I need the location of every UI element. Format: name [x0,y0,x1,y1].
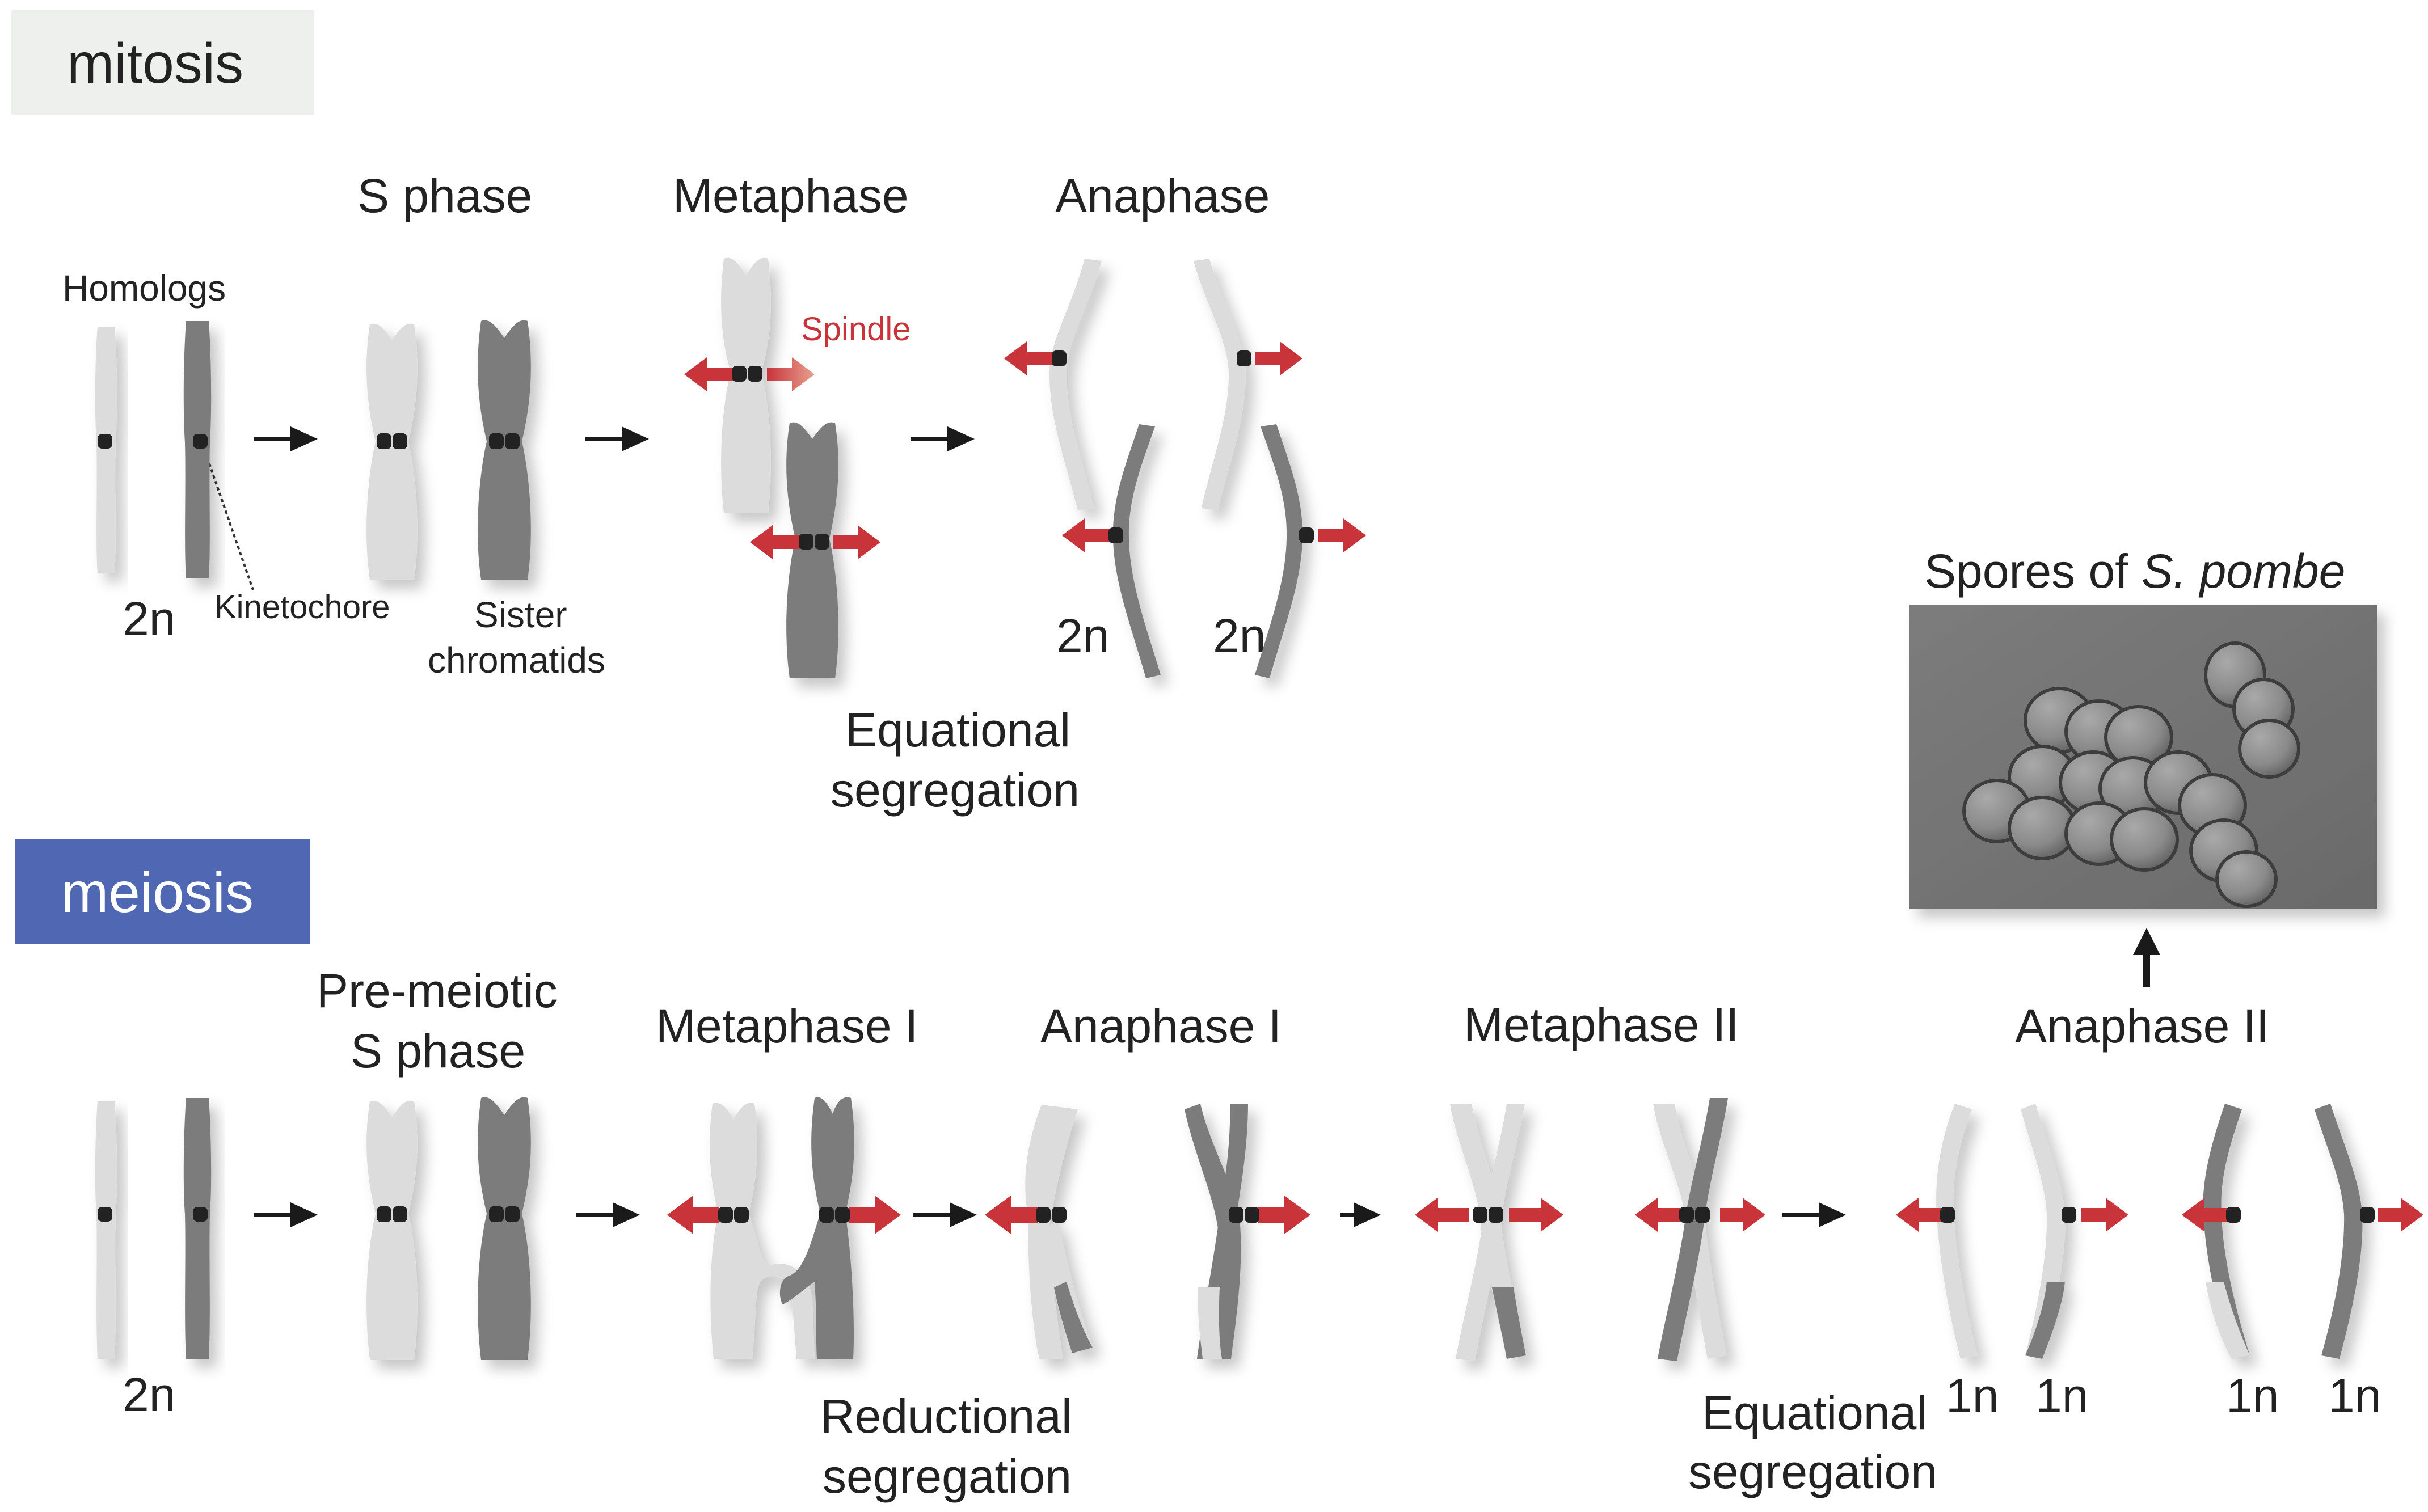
stage-label-premeiotic-1: Pre-meiotic [317,964,558,1017]
meiosis-tag-background [15,839,310,944]
meiosis-metaphase2-left [1450,1104,1526,1361]
spores-title: Spores of S. pombe [1924,544,2345,598]
meiosis-metaphase1-bivalent [710,1097,854,1359]
stage-label-premeiotic-2: S phase [351,1024,525,1078]
ploidy-mitosis-start: 2n [123,592,175,645]
mitosis-metaphase-spindle-upper [684,357,815,391]
ploidy-mitosis-end-a: 2n [1056,609,1109,662]
meiosis-anaphase2-chromatid-3 [2203,1104,2250,1359]
meiosis-sphase-dark [478,1097,531,1360]
meiosis-anaphase2-chromatid-2 [2021,1104,2066,1359]
mitosis-anaphase-spindles [1004,341,1366,552]
equational-segregation-mitosis-2: segregation [831,763,1080,817]
stage-label-metaphase: Metaphase [673,169,909,222]
spore-cluster [1962,641,2300,908]
equational-segregation-meiosis-2: segregation [1688,1445,1937,1498]
meiosis-homolog-light [95,1101,117,1359]
ploidy-mitosis-end-b: 2n [1213,609,1266,662]
meiosis-homolog-dark [183,1098,212,1359]
ploidy-meiosis-2: 1n [2035,1369,2088,1422]
stage-label-metaphase-2: Metaphase II [1464,998,1739,1051]
stage-label-metaphase-1: Metaphase I [656,999,918,1053]
mitosis-metaphase-dark [786,422,838,678]
kinetochore-pointer-line [202,445,254,590]
mitosis-anaphase-dark-right [1255,424,1303,678]
flow-arrow-m1 [254,426,318,451]
mitosis-sphase-dark [478,320,531,580]
meiosis-metaphase2-right [1653,1098,1728,1361]
meiosis-anaphase2-chromatid-4 [2315,1104,2363,1359]
flow-arrow-me2 [576,1202,640,1227]
meiosis-metaphase2-spindles [1415,1198,1765,1232]
flow-arrow-m3 [911,426,975,451]
mitosis-tag-background [11,10,314,115]
ploidy-meiosis-start: 2n [123,1368,175,1421]
flow-arrow-me3 [913,1202,977,1227]
spindle-label: Spindle [801,311,910,348]
meiosis-tag: meiosis [15,839,310,944]
homologs-label: Homologs [62,268,226,309]
mitosis-sphase-light [366,323,418,580]
ploidy-meiosis-3: 1n [2226,1369,2279,1422]
stage-label-anaphase: Anaphase [1055,169,1270,222]
spores-up-arrow [2133,928,2160,987]
mitosis-anaphase-dark-left [1112,424,1161,678]
flow-arrow-me1 [254,1202,318,1227]
sister-chromatids-label-2: chromatids [428,640,605,681]
flow-arrow-me5 [1782,1202,1846,1227]
sister-chromatids-label-1: Sister [474,594,567,635]
equational-segregation-mitosis-1: Equational [845,703,1070,757]
spores-title-species: S. pombe [2142,544,2346,598]
meiosis-metaphase1-spindles [667,1196,901,1234]
stage-label-s-phase: S phase [357,169,532,222]
meiosis-anaphase1-spindles [985,1196,1310,1234]
mitosis-metaphase-light [721,257,771,513]
spores-title-prefix: Spores of [1924,544,2142,598]
meiosis-anaphase1-left [1025,1105,1093,1359]
mitosis-tag: mitosis [11,10,314,115]
kinetochore-label: Kinetochore [214,589,390,626]
equational-segregation-meiosis-1: Equational [1702,1386,1927,1439]
reductional-segregation-1: Reductional [820,1389,1072,1443]
mitosis-homolog-light [95,327,117,573]
meiosis-flow-arrows [254,1202,1846,1227]
meiosis-anaphase2-chromatid-1 [1936,1104,1978,1359]
mitosis-homolog-dark [183,321,212,578]
reductional-segregation-2: segregation [823,1450,1072,1503]
stage-label-anaphase-1: Anaphase I [1040,999,1282,1053]
meiosis-anaphase1-right [1185,1104,1248,1359]
mitosis-tag-label: mitosis [67,32,243,95]
meiosis-tag-label: meiosis [61,861,254,924]
mitosis-anaphase-light-right [1194,259,1246,510]
ploidy-meiosis-4: 1n [2328,1369,2381,1422]
ploidy-meiosis-1: 1n [1946,1369,1999,1422]
meiosis-sphase-light [366,1100,418,1360]
flow-arrow-m2 [585,426,649,451]
spore-micrograph [1909,605,2377,909]
flow-arrow-me4 [1340,1202,1381,1227]
mitosis-flow-arrows [254,426,975,451]
mitosis-anaphase-light-left [1049,259,1102,510]
mitosis-metaphase-spindle-lower [750,525,880,559]
stage-label-anaphase-2: Anaphase II [2015,999,2269,1053]
meiosis-anaphase2-spindles [1896,1198,2423,1232]
